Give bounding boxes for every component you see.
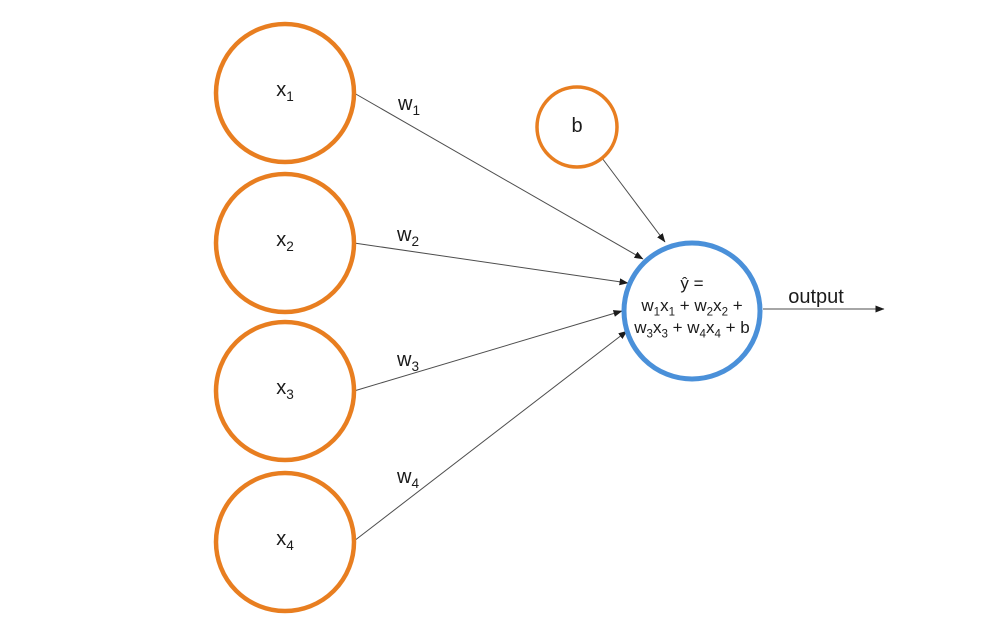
neuron-node xyxy=(621,240,763,382)
input-node-x3 xyxy=(213,319,357,463)
edge-x3-to-neuron xyxy=(353,310,623,392)
weight-label-w4: w4 xyxy=(396,466,420,491)
neuron-formula-line-3: w3x3 + w4x4 + b xyxy=(634,318,750,341)
bias-label: b xyxy=(571,115,583,137)
input-label-x4: x4 xyxy=(276,528,294,553)
input-node-x1 xyxy=(213,21,357,165)
neuron-formula: ŷ = w1x1 + w2x2 + w3x3 + w4x4 + b xyxy=(634,273,750,341)
neuron-formula-line-1: ŷ = xyxy=(680,274,704,293)
input-label-x1: x1 xyxy=(276,79,294,104)
edge-x1-to-neuron xyxy=(353,92,644,260)
weight-label-w1: w1 xyxy=(397,93,421,118)
input-label-x3: x3 xyxy=(276,377,294,402)
input-label-x2: x2 xyxy=(276,229,294,254)
edge-x2-to-neuron xyxy=(353,242,629,286)
edge-bias-to-neuron xyxy=(601,157,666,243)
neuron-formula-line-2: w1x1 + w2x2 + xyxy=(641,296,743,319)
bias-node xyxy=(535,85,619,169)
weight-label-w3: w3 xyxy=(396,349,420,374)
input-node-x4 xyxy=(213,470,357,614)
edge-x4-to-neuron xyxy=(353,330,628,542)
weight-label-w2: w2 xyxy=(396,224,420,249)
input-node-x2 xyxy=(213,171,357,315)
output-label: output xyxy=(788,286,844,308)
